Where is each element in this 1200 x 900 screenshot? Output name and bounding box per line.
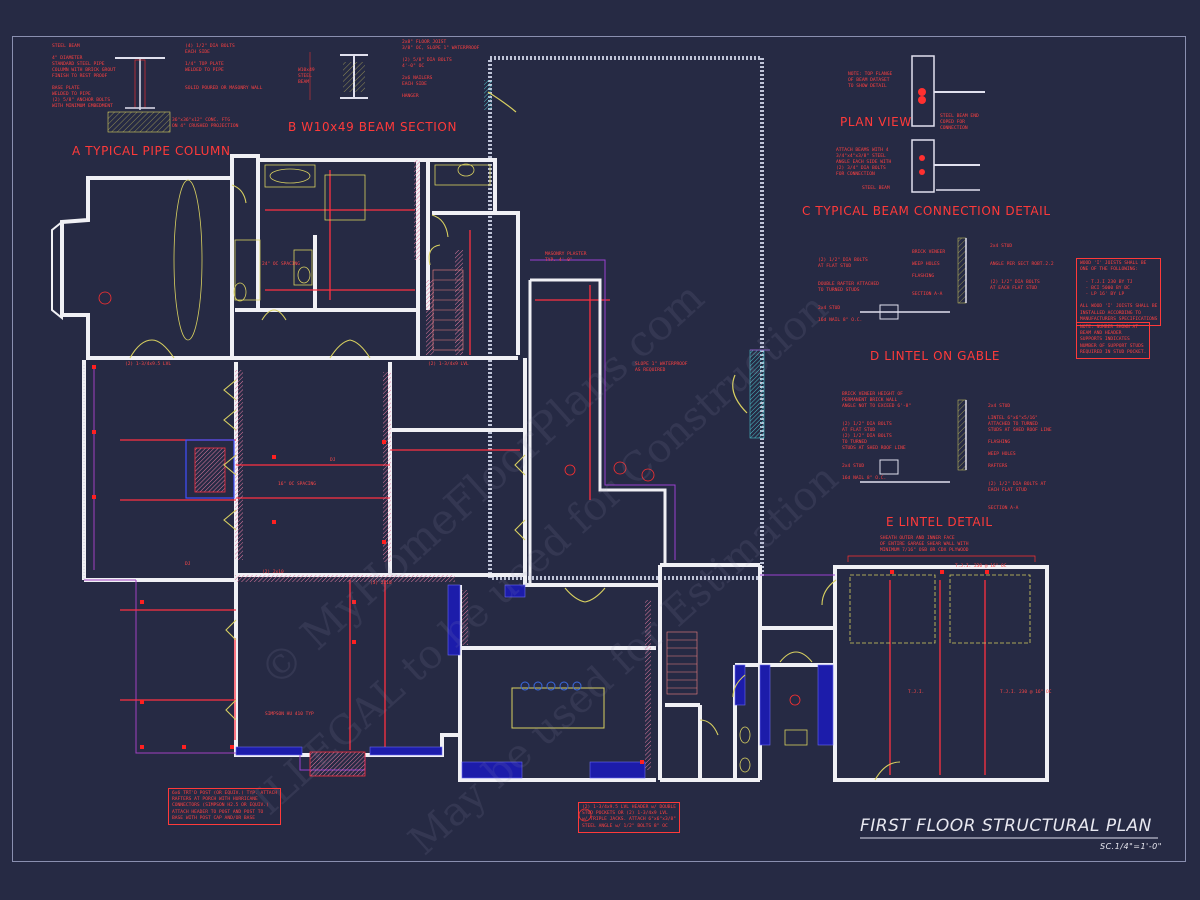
pipe-column-footing-note: 36"x36"x12" CONC. FTG ON 4" CRUSHED PROJ… xyxy=(172,118,239,129)
plan-view-note: NOTE: TOP FLANGE OF BEAM DATASET TO SHOW… xyxy=(848,72,893,89)
drawing-scale: SC.1/4"=1'-0" xyxy=(1100,842,1162,851)
drawing-title: FIRST FLOOR STRUCTURAL PLAN xyxy=(860,816,1152,836)
joist-label-2: T.J.I. 230 @ 16" OC xyxy=(1000,690,1052,695)
bay-window xyxy=(51,219,63,321)
garage-dimension xyxy=(847,555,1036,562)
gable-note-left: (2) 1/2" DIA BOLTS AT FLAT STUD DOUBLE R… xyxy=(818,258,879,323)
beam-label-lvl1: (2) 1-3/4x9 LVL xyxy=(428,362,469,367)
masonry-note: MASONRY PLASTER TYP. 4'-0" xyxy=(545,252,587,263)
front-stoop xyxy=(309,751,366,777)
lintel-note-left: BRICK VENEER HEIGHT OF PERMANENT BRICK W… xyxy=(842,392,912,481)
beam-label-dj-1: DJ xyxy=(330,458,336,463)
beam-section-detail xyxy=(309,52,368,100)
pipe-column-note-right: (4) 1/2" DIA BOLTS EACH SIDE 1/4" TOP PL… xyxy=(185,44,263,91)
stools xyxy=(520,681,582,691)
bearing-walls xyxy=(235,160,651,770)
kitchen-island xyxy=(511,687,605,729)
plan-view-title: PLAN VIEW xyxy=(840,115,912,129)
pipe-column-note-left: STEEL BEAM 4" DIAMETER STANDARD STEEL PI… xyxy=(52,44,116,109)
pipe-column-title: A TYPICAL PIPE COLUMN xyxy=(72,144,231,158)
fireplace xyxy=(185,439,235,499)
beam-label-lvl2: (2) 2x10 xyxy=(262,570,284,575)
hall-walls xyxy=(528,278,667,585)
porch-post-note: 6x6 TRT'D POST (OR EQUIV.) TYP. ATTACH R… xyxy=(168,788,282,826)
beam-label-dj-2: DJ xyxy=(185,562,191,567)
support-note-box: NOTE: NUMBER SHOWN AT BEAM AND HEADER SU… xyxy=(1076,322,1151,360)
beam-label-oc24: 24" OC SPACING xyxy=(262,262,300,267)
porch-outline xyxy=(83,365,300,754)
header-note: (2) 1-3/4x9.5 LVL HEADER w/ DOUBLE STUD … xyxy=(578,802,681,833)
structural-beams xyxy=(120,170,986,775)
beam-section-note-left: W10x49 STEEL BEAM xyxy=(298,68,315,85)
beam-section-title: B W10x49 BEAM SECTION xyxy=(288,120,458,134)
joist-label-1: T.J.I. xyxy=(908,690,925,695)
lintel-note-right: 2x4 STUD LINTEL 6"x6"x5/16" ATTACHED TO … xyxy=(988,404,1052,511)
plumbing-fixtures xyxy=(173,163,808,773)
plan-view-detail xyxy=(911,55,985,193)
joist-label-3: T.J.I. 230 @ 16" OC xyxy=(955,564,1007,569)
lintel-detail xyxy=(860,399,967,483)
column-markers xyxy=(92,365,989,764)
beam-label-ovd: (2) 1-3/4x9.5 LVL xyxy=(125,362,172,367)
section-callouts xyxy=(98,291,801,822)
connection-note-2: STEEL BEAM END COPED FOR CONNECTION xyxy=(940,114,979,131)
connection-steel-note: STEEL BEAM xyxy=(862,186,890,191)
lintel-detail-title: E LINTEL DETAIL xyxy=(886,515,993,529)
doors xyxy=(129,184,901,781)
gable-note-right: BRICK VENEER WEEP HOLES FLASHING SECTION… xyxy=(912,250,946,297)
simpson-label: SIMPSON HU 410 TYP xyxy=(265,712,314,717)
sheath-note: SHEATH OUTER AND INNER FACE OF ENTIRE GA… xyxy=(880,536,969,553)
garage-doors xyxy=(849,574,1031,644)
joist-spec-box: WOOD 'I' JOISTS SHALL BE ONE OF THE FOLL… xyxy=(1076,258,1162,327)
beam-label-oc16: 16" OC SPACING xyxy=(278,482,316,487)
beam-label-lvl3: (3) 2x10 xyxy=(370,581,392,586)
gable-note-right-2: 2x4 STUD ANGLE PER SECT ROBT.2.2 (2) 1/2… xyxy=(990,244,1054,291)
garage-area xyxy=(484,56,770,580)
lintel-gable-title: D LINTEL ON GABLE xyxy=(870,349,1001,363)
slope-note: SLOPE 1" WATERPROOF AS REQUIRED xyxy=(635,362,688,373)
pipe-column-detail xyxy=(107,57,171,133)
beam-connection-title: C TYPICAL BEAM CONNECTION DETAIL xyxy=(802,204,1051,218)
stairs xyxy=(432,269,698,695)
purple-lines xyxy=(299,259,835,771)
beam-section-note-right: 2x8" FLOOR JOIST 3/8" OC, SLOPE 1" WATER… xyxy=(402,40,480,99)
connection-note: ATTACH BEAMS WITH 4 3/4"x4"x3/8" STEEL A… xyxy=(836,148,892,177)
cabinetry-fill xyxy=(235,584,834,779)
lintel-gable-detail xyxy=(860,237,967,320)
